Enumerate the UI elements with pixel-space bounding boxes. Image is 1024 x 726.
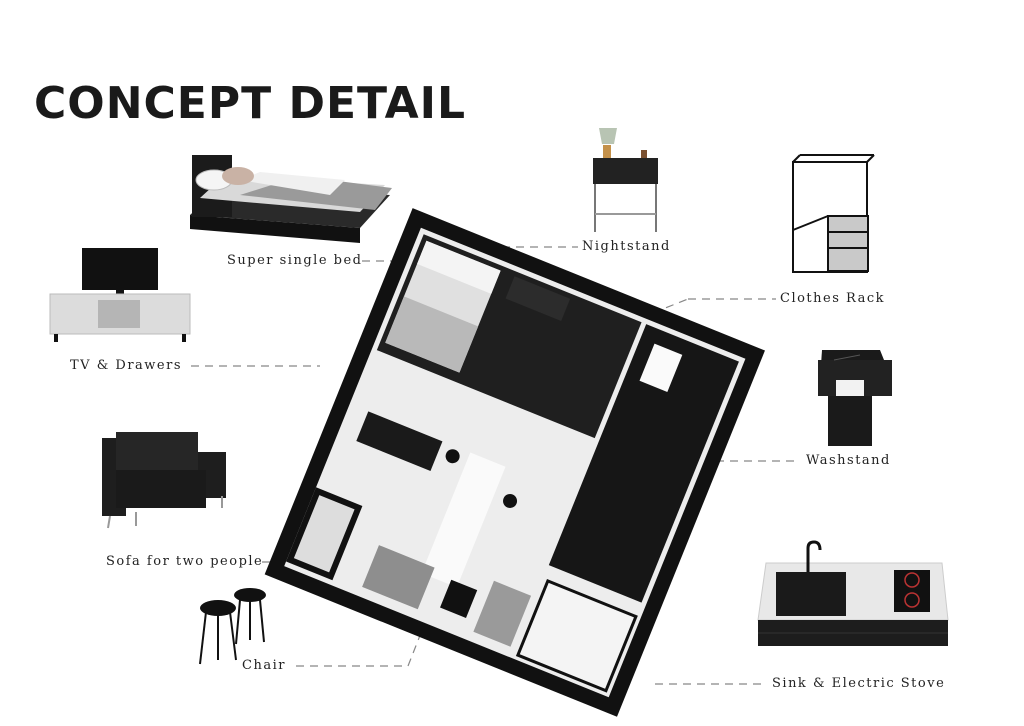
label-chair: Chair — [242, 658, 286, 673]
label-washstand: Washstand — [806, 453, 891, 468]
sofa-illustration — [102, 432, 226, 529]
label-clothes-rack: Clothes Rack — [780, 291, 886, 306]
washstand-illustration — [818, 350, 892, 446]
floor-plan — [264, 208, 765, 717]
tv-illustration — [49, 248, 191, 342]
clothes-rack-illustration — [792, 154, 875, 273]
page-title: CONCEPT DETAIL — [34, 78, 467, 129]
bed-illustration — [190, 155, 392, 243]
label-sink-stove: Sink & Electric Stove — [772, 676, 946, 691]
nightstand-illustration — [593, 128, 658, 232]
label-tv: TV & Drawers — [70, 358, 182, 373]
chair-illustration — [199, 588, 266, 665]
leader-lines — [191, 246, 800, 685]
label-bed: Super single bed — [227, 253, 363, 268]
label-nightstand: Nightstand — [582, 239, 671, 254]
label-sofa: Sofa for two people — [106, 554, 264, 569]
sink-stove-illustration — [757, 540, 949, 646]
